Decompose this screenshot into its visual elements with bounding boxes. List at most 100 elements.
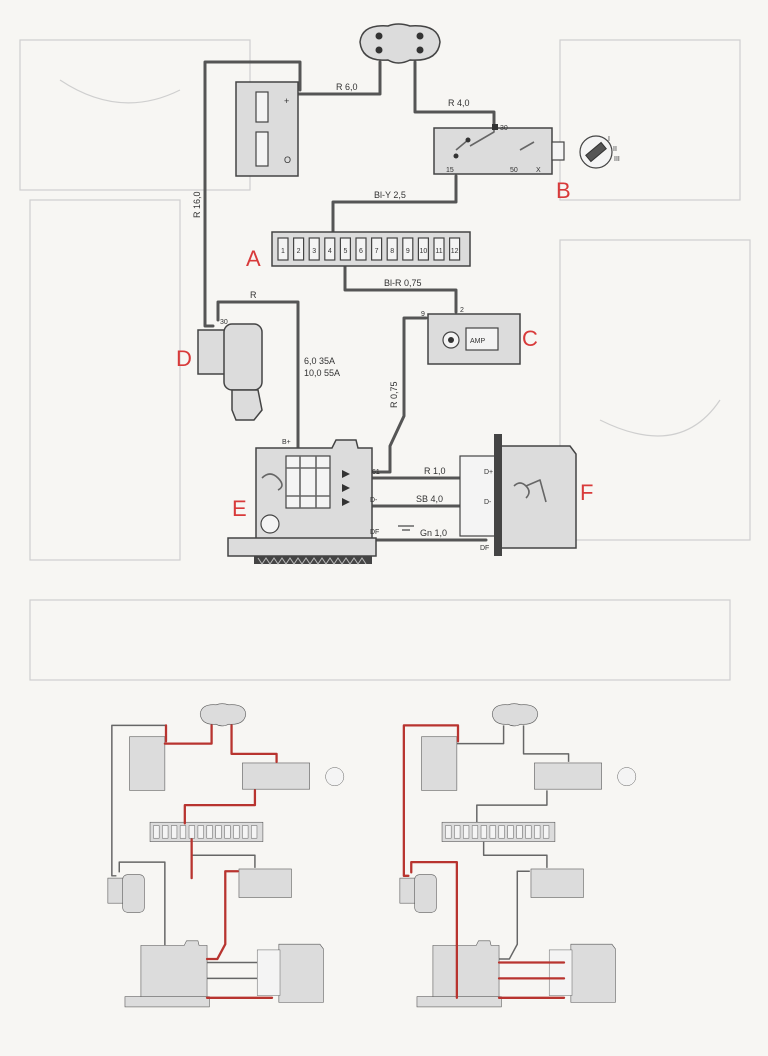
label-amp-rating-2: 10,0 55A — [304, 368, 340, 378]
battery-minus: O — [284, 155, 291, 165]
fuse-number-8: 8 — [390, 248, 394, 255]
mini-fuse — [233, 825, 240, 839]
mini-regulator — [570, 943, 616, 1003]
ammeter: AMP 9 2 — [421, 307, 521, 365]
fuse-number-1: 1 — [281, 248, 285, 255]
terminal-d-minus-reg: D- — [484, 499, 492, 506]
ignition-pos-1: I — [608, 136, 610, 143]
fuse-4 — [324, 237, 336, 261]
label-bly: Bl-Y 2,5 — [374, 190, 406, 200]
fuse-12 — [449, 237, 461, 261]
label-r40: R 4,0 — [448, 98, 470, 108]
letter-d: D — [176, 346, 192, 371]
wire-bly — [331, 174, 458, 236]
mini-fuse — [153, 825, 160, 839]
mini-wire — [184, 790, 256, 824]
terminal-9: 9 — [421, 311, 425, 318]
mini-fuse — [525, 825, 532, 839]
fuse-number-6: 6 — [359, 248, 363, 255]
mini-regulator-terminals — [256, 949, 281, 996]
label-sb40: SB 4,0 — [416, 494, 443, 504]
alternator: B+ 61 D- DF — [227, 439, 414, 565]
label-gn10: Gn 1,0 — [420, 528, 447, 538]
mini-fuse — [454, 825, 461, 839]
mini-alternator-base — [416, 996, 502, 1008]
battery-plus: + — [284, 96, 289, 106]
fuse-number-2: 2 — [297, 248, 301, 255]
fuse-number-5: 5 — [343, 248, 347, 255]
mini-fuse — [242, 825, 249, 839]
mini-wire — [456, 725, 505, 745]
mini-distributor — [491, 703, 539, 727]
starter-motor: 30 — [197, 319, 263, 421]
terminal-b-plus: B+ — [282, 439, 291, 446]
mini-fuse — [251, 825, 258, 839]
mini-alternator — [432, 940, 500, 999]
terminal-2: 2 — [460, 307, 464, 314]
mini-fuse — [179, 825, 187, 839]
label-r60: R 6,0 — [336, 82, 358, 92]
mini-fuse — [224, 825, 231, 839]
label-r10: R 1,0 — [424, 466, 446, 476]
mini-fuse — [445, 825, 452, 839]
label-amp-rating-1: 6,0 35A — [304, 356, 335, 366]
fuse-5 — [339, 237, 351, 261]
mini-wire — [190, 839, 256, 868]
mini-wire — [482, 839, 548, 868]
letter-b: B — [556, 178, 571, 203]
current-flow-path — [230, 724, 278, 763]
letter-f: F — [580, 480, 593, 505]
letter-c: C — [522, 326, 538, 351]
current-flow-path — [183, 789, 257, 825]
fuse-number-11: 11 — [435, 248, 442, 255]
mini-fuse — [215, 825, 222, 839]
mini-fuse — [480, 825, 487, 839]
mini-wire — [207, 870, 238, 960]
ammeter-label: AMP — [470, 338, 486, 345]
fuse-1 — [277, 237, 289, 261]
mini-battery — [129, 736, 166, 791]
fuse-10 — [417, 237, 429, 261]
mini-fuse — [543, 825, 550, 839]
letter-a: A — [246, 246, 261, 271]
terminal-df-reg: DF — [480, 545, 489, 552]
mini-fuse — [498, 825, 505, 839]
terminal-d-minus: D- — [370, 497, 378, 504]
current-flow-path — [402, 724, 460, 877]
mini-distributor — [199, 703, 247, 727]
mini-diagram-body — [107, 703, 345, 1008]
voltage-regulator: D+ D- DF — [459, 434, 577, 556]
mini-wire — [476, 790, 548, 824]
mini-regulator-terminals — [548, 949, 573, 996]
fuse-number-12: 12 — [451, 248, 459, 255]
terminal-50: 50 — [510, 167, 518, 174]
label-r-plain: R — [250, 290, 257, 300]
fuse-number-3: 3 — [312, 248, 316, 255]
mini-fuse — [516, 825, 523, 839]
current-flow-diagram-right — [399, 703, 637, 1008]
current-flow-path — [163, 724, 213, 745]
ignition-switch: 30 15 50 X I II III — [433, 124, 620, 175]
fuse-11 — [433, 237, 445, 261]
label-blr: Bl-R 0,75 — [384, 278, 422, 288]
fuse-8 — [386, 237, 398, 261]
fuse-3 — [308, 237, 320, 261]
mini-alternator-base — [124, 996, 210, 1008]
terminal-df: DF — [370, 529, 379, 536]
terminal-30-starter: 30 — [220, 319, 228, 326]
ignition-pos-3: III — [614, 156, 620, 163]
fuse-number-9: 9 — [406, 248, 410, 255]
mini-fuse — [162, 825, 169, 839]
fuse-number-4: 4 — [328, 248, 332, 255]
mini-battery — [421, 736, 458, 791]
mini-fuse — [507, 825, 514, 839]
mini-alternator — [140, 940, 208, 999]
mini-ammeter — [238, 868, 292, 898]
wire-r6 — [296, 60, 382, 96]
mini-fuse — [188, 825, 195, 839]
fuse-7 — [371, 237, 383, 261]
mini-ignition-switch — [242, 762, 310, 790]
terminal-15: 15 — [446, 167, 454, 174]
